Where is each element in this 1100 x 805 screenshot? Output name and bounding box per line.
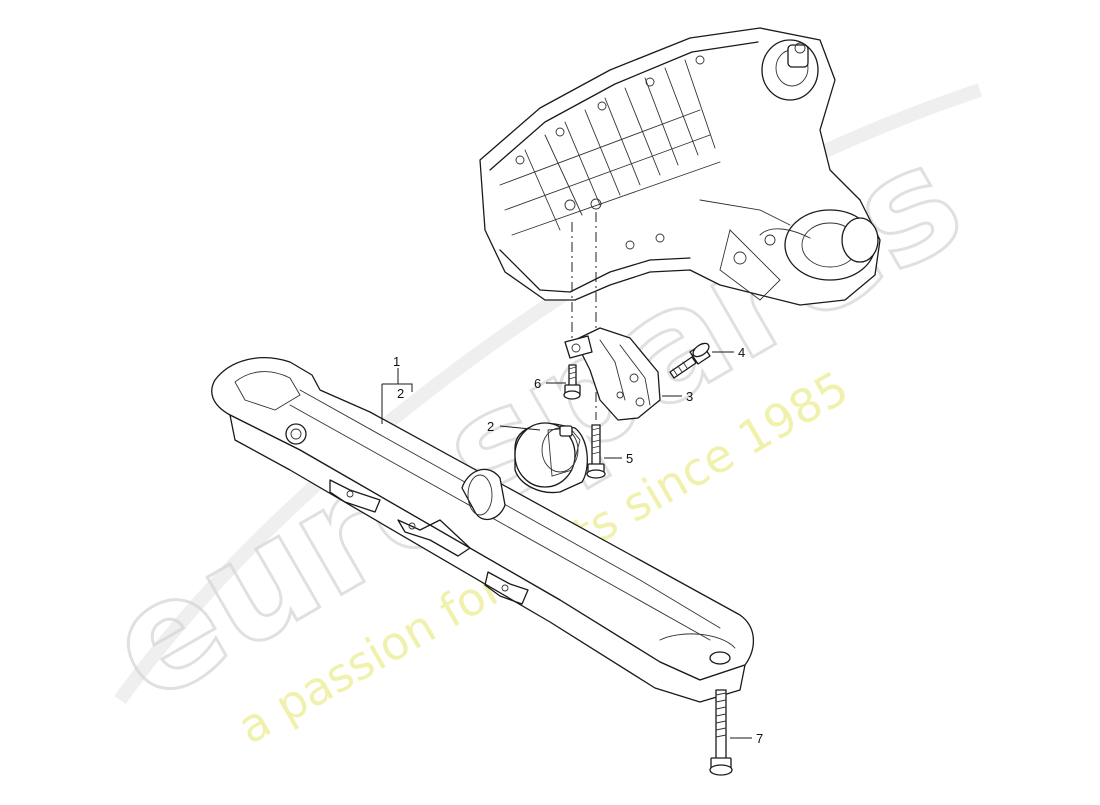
callout-3: 3 — [686, 389, 693, 404]
callout-6: 6 — [534, 376, 541, 391]
callout-5: 5 — [626, 451, 633, 466]
transmission-assembly — [479, 27, 881, 306]
callout-4: 4 — [738, 345, 745, 360]
rubber-mount-part-2 — [461, 422, 588, 521]
callout-2: 2 — [487, 419, 494, 434]
long-bolt-part-5 — [586, 424, 606, 479]
callout-7: 7 — [756, 731, 763, 746]
callout-leaders — [381, 351, 752, 739]
short-bolt-part-6 — [563, 364, 581, 400]
callout-1: 1 — [393, 354, 400, 369]
assembly-axes — [571, 212, 597, 420]
callout-labels: 1 2 2 3 4 5 6 7 — [393, 345, 763, 746]
crossmember-bolt-part-7 — [709, 689, 733, 776]
callout-2-bracket: 2 — [397, 386, 404, 401]
transmission-bracket-part-3 — [564, 327, 661, 421]
flange-bolt-part-4 — [669, 342, 711, 379]
